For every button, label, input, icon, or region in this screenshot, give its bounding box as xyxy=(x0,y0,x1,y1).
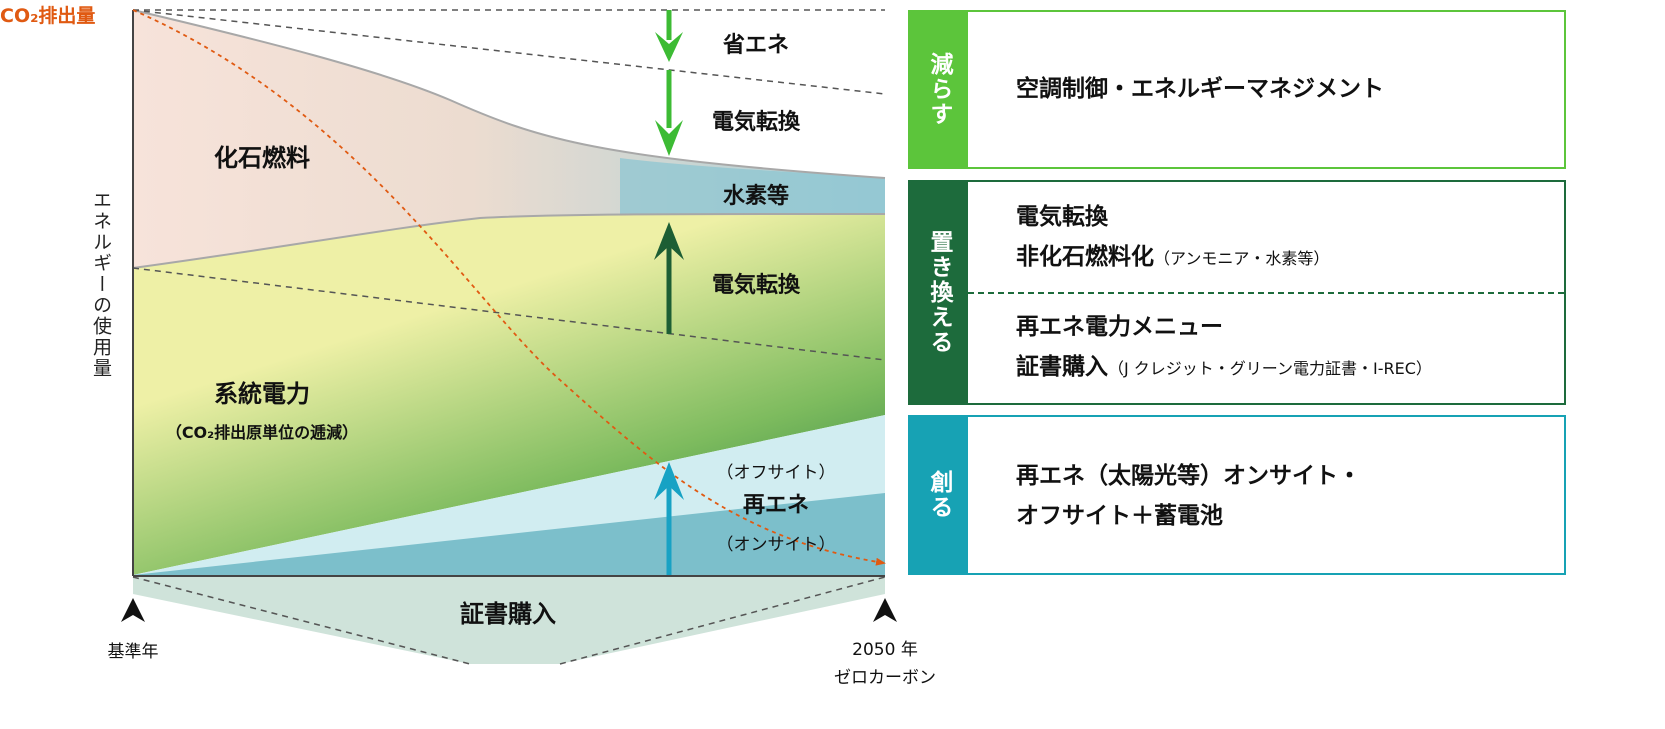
replace-tab-label: 置き換える xyxy=(926,230,952,355)
reduce-panel: 減らす 空調制御・エネルギーマネジメント xyxy=(908,10,1566,169)
certificate-dashed-right xyxy=(559,576,886,665)
co2-emission-label: CO₂排出量 xyxy=(0,4,95,27)
zero-carbon-label: ゼロカーボン xyxy=(834,668,936,688)
end-marker-icon xyxy=(873,598,897,622)
electrification-top-arrow xyxy=(655,70,683,156)
electrification-mid-arrow xyxy=(654,222,684,334)
hydrogen-area xyxy=(620,158,885,216)
fossil-top-curve xyxy=(132,9,886,179)
end-year-label: 2050 年 xyxy=(852,640,918,660)
grid-power-note: （CO₂排出原単位の逓減） xyxy=(166,423,358,442)
reduce-tab: 減らす xyxy=(910,12,968,167)
create-panel: 創る 再エネ（太陽光等）オンサイト・ オフサイト＋蓄電池 xyxy=(908,415,1566,575)
replace-panel: 置き換える 電気転換 非化石燃料化（アンモニア・水素等） 再エネ電力メニュー 証… xyxy=(908,180,1566,405)
energy-saving-label: 省エネ xyxy=(722,33,789,58)
create-tab: 創る xyxy=(910,417,968,573)
certificate-area xyxy=(133,577,885,664)
create-tab-label: 創る xyxy=(926,470,952,520)
replace-line-2-note: （アンモニア・水素等） xyxy=(1154,249,1330,268)
replace-body: 電気転換 非化石燃料化（アンモニア・水素等） 再エネ電力メニュー 証書購入（J … xyxy=(968,182,1564,403)
grid-emission-dashed xyxy=(132,267,886,361)
replace-line-4: 証書購入（J クレジット・グリーン電力証書・I-REC） xyxy=(1016,352,1432,384)
certificate-dashed-left xyxy=(132,576,471,665)
replace-line-4-note: （J クレジット・グリーン電力証書・I-REC） xyxy=(1108,359,1432,378)
onsite-label: （オンサイト） xyxy=(717,535,836,555)
onsite-renewable-dark-area xyxy=(133,493,885,575)
grid-power-label: 系統電力 xyxy=(214,380,310,408)
renewable-arrow xyxy=(654,462,684,575)
fossil-fuel-label: 化石燃料 xyxy=(214,144,310,172)
energy-transition-diagram: CO₂排出量 エネルギーの使用量 化石燃料 系統電力 （CO₂排出原単位の逓減）… xyxy=(0,4,936,688)
start-year-label: 基準年 xyxy=(108,642,159,662)
co2-emission-curve xyxy=(132,9,886,566)
certificate-label: 証書購入 xyxy=(460,600,556,628)
grid-power-area xyxy=(133,214,885,575)
replace-line-1: 電気転換 xyxy=(1016,204,1108,230)
electrification-top-label: 電気転換 xyxy=(712,109,801,135)
offsite-label: （オフサイト） xyxy=(717,463,836,483)
create-line-1: 再エネ（太陽光等）オンサイト・ xyxy=(1016,463,1361,489)
energy-saving-arrow xyxy=(655,10,683,62)
replace-line-3: 再エネ電力メニュー xyxy=(1016,314,1223,340)
create-body: 再エネ（太陽光等）オンサイト・ オフサイト＋蓄電池 xyxy=(968,417,1564,573)
replace-divider xyxy=(968,292,1564,294)
start-marker-icon xyxy=(121,598,145,622)
replace-line-4-text: 証書購入 xyxy=(1016,354,1108,380)
y-axis-title: エネルギーの使用量 xyxy=(90,190,112,379)
replace-tab: 置き換える xyxy=(910,182,968,403)
renewable-label: 再エネ xyxy=(743,493,809,518)
create-line-2: オフサイト＋蓄電池 xyxy=(1016,503,1223,529)
hydrogen-label: 水素等 xyxy=(723,183,789,209)
reduce-line-1: 空調制御・エネルギーマネジメント xyxy=(1016,76,1384,102)
reduce-tab-label: 減らす xyxy=(926,52,952,127)
energy-saving-dashed xyxy=(132,9,886,95)
replace-line-2: 非化石燃料化（アンモニア・水素等） xyxy=(1016,242,1329,274)
fossil-bottom-curve xyxy=(132,213,886,269)
reduce-body: 空調制御・エネルギーマネジメント xyxy=(968,12,1564,167)
electrification-mid-label: 電気転換 xyxy=(712,272,801,298)
replace-line-2-text: 非化石燃料化 xyxy=(1016,244,1154,270)
